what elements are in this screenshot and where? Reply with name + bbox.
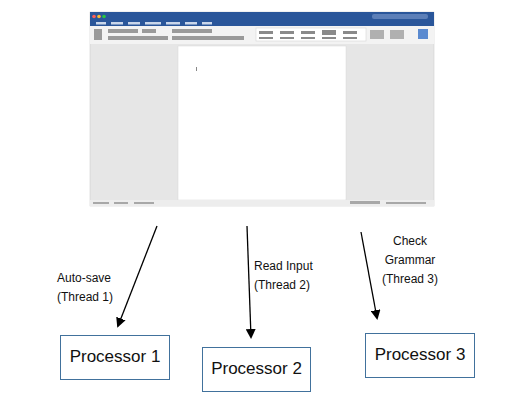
thread-label: Auto-save (Thread 1) [57,269,125,307]
processor-box: Processor 1 [60,335,170,380]
thread-arrow [361,232,377,318]
processor-box: Processor 3 [365,333,475,378]
thread-label: Read Input (Thread 2) [254,257,326,295]
thread-arrow [118,226,157,326]
word-window-screenshot [90,12,434,206]
thread-arrow [247,226,251,337]
processor-name: Processor 3 [375,346,466,365]
processor-name: Processor 2 [211,360,302,379]
processor-box: Processor 2 [202,347,311,392]
processor-name: Processor 1 [70,348,161,367]
thread-label: Check Grammar (Thread 3) [378,232,442,289]
